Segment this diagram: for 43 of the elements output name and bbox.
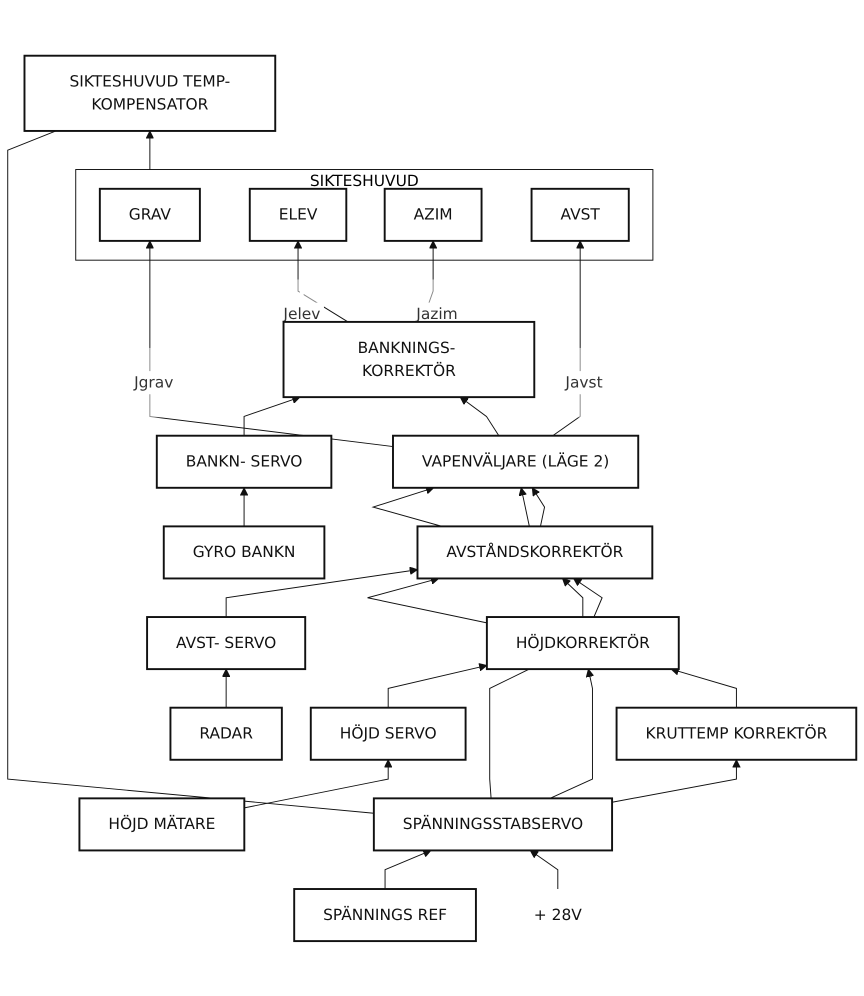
arrow xyxy=(530,850,558,890)
edge-label: Jgrav xyxy=(134,372,174,391)
node-box: AVST xyxy=(530,187,630,242)
connector xyxy=(7,130,374,814)
arrow xyxy=(240,487,248,526)
node-box: ELEV xyxy=(248,187,348,242)
node-box: HÖJD MÄTARE xyxy=(78,796,246,851)
node-box: AVST- SERVO xyxy=(146,616,306,670)
node-text: + 28V xyxy=(534,905,582,924)
arrow xyxy=(294,240,348,322)
node-box: BANKNINGS- KORREKTÖR xyxy=(282,320,536,398)
arrow xyxy=(222,668,230,708)
node-box: AZIM xyxy=(384,187,483,242)
node-box: AVSTÅNDSKORREKTÖR xyxy=(416,525,654,580)
arrow xyxy=(244,395,300,436)
edge-label: Jazim xyxy=(416,304,458,322)
node-box: SIKTESHUVUD TEMP-KOMPENSATOR xyxy=(24,54,276,132)
arrow xyxy=(552,240,584,436)
node-box: VAPENVÄLJARE (LÄGE 2) xyxy=(392,434,640,488)
node-box: SPÄNNINGSSTABSERVO xyxy=(372,796,614,851)
edge-label: Javst xyxy=(565,372,603,391)
arrow xyxy=(612,758,741,802)
arrow xyxy=(146,240,394,447)
arrow xyxy=(226,566,418,618)
arrow xyxy=(562,578,584,618)
arrow xyxy=(146,130,154,170)
arrow xyxy=(244,758,392,808)
connector xyxy=(489,668,530,798)
arrow xyxy=(384,849,432,890)
node-box: GRAV xyxy=(98,187,201,242)
edge-label: Jelev xyxy=(283,304,320,322)
arrow xyxy=(573,578,603,618)
node-box: GYRO BANKN xyxy=(162,525,326,580)
arrow xyxy=(518,487,530,526)
node-box: HÖJDKORREKTÖR xyxy=(486,616,680,670)
arrow xyxy=(460,396,500,436)
node-box: RADAR xyxy=(169,706,283,760)
arrow xyxy=(532,487,546,526)
arrow xyxy=(388,662,488,708)
node-box: SPÄNNINGS REF xyxy=(293,888,477,942)
node-box: BANKN- SERVO xyxy=(156,434,332,488)
node-box: HÖJD SERVO xyxy=(310,706,467,760)
node-box: KRUTTEMP KORREKTÖR xyxy=(616,706,858,760)
